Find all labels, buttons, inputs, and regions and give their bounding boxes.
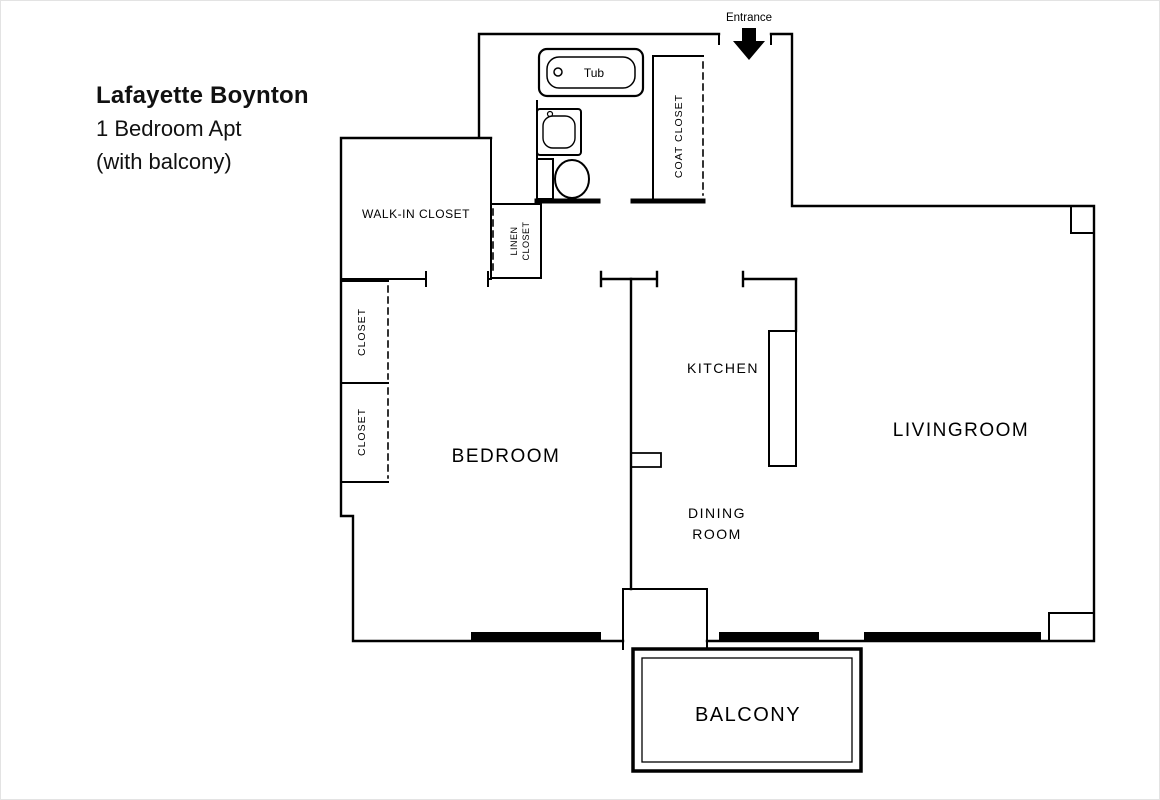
walk-in-closet-walls — [340, 137, 492, 287]
kitchen-partition-counter — [768, 330, 797, 467]
plan-title: Lafayette Boynton — [96, 82, 309, 109]
walls-group — [339, 32, 1096, 650]
linen-closet-label-line1: LINEN — [509, 226, 519, 255]
entrance-wall-caps — [718, 33, 772, 45]
kitchen-label: KITCHEN — [687, 360, 759, 376]
plan-title-block: Lafayette Boynton 1 Bedroom Apt (with ba… — [96, 79, 309, 178]
plan-subtitle-balcony-note: (with balcony) — [96, 149, 232, 174]
balcony-walls — [631, 647, 863, 773]
livingroom-label: LIVINGROOM — [893, 420, 1029, 441]
top-right-notch — [1070, 205, 1095, 234]
labels-group: Entrance Tub COAT CLOSET WALK-IN CLOSET … — [356, 12, 1029, 726]
bathtub — [537, 47, 645, 98]
bedroom-kitchen-top-walls — [599, 270, 798, 288]
coat-closet-label: COAT CLOSET — [673, 94, 685, 178]
outer-walls — [339, 32, 1096, 643]
sink — [536, 108, 582, 156]
bedroom-label: BEDROOM — [452, 446, 561, 467]
tub-label: Tub — [584, 66, 605, 80]
balcony-label: BALCONY — [695, 704, 801, 726]
linen-closet-walls — [492, 203, 542, 279]
sink-faucet-icon — [546, 110, 554, 118]
toilet — [536, 158, 590, 200]
bottom-right-notch — [1048, 612, 1095, 642]
coat-closet-walls — [652, 55, 704, 202]
dining-room-label-line2: ROOM — [692, 526, 742, 542]
linen-closet-label-line2: CLOSET — [521, 221, 531, 260]
dining-window — [719, 632, 819, 641]
balcony-outer-wall — [631, 647, 863, 773]
balcony-inner-wall — [641, 657, 853, 763]
tub-faucet-icon — [553, 67, 563, 77]
dining-room-label-line1: DINING — [688, 505, 746, 521]
plan-subtitle-apartment-type: 1 Bedroom Apt — [96, 116, 242, 141]
entrance-label: Entrance — [726, 12, 772, 24]
livingroom-window — [864, 632, 1041, 641]
closet-lower-label: CLOSET — [356, 408, 368, 456]
bedroom-window — [471, 632, 601, 641]
windows-group — [471, 632, 1041, 641]
closet-upper-label: CLOSET — [356, 308, 368, 356]
balcony-alcove-walls — [622, 588, 708, 650]
divider-jog — [630, 452, 662, 468]
closet-column-walls — [340, 280, 389, 483]
walk-in-closet-label: WALK-IN CLOSET — [362, 207, 470, 221]
bathroom-fixtures — [536, 47, 645, 200]
entrance-arrow-icon — [733, 28, 765, 60]
